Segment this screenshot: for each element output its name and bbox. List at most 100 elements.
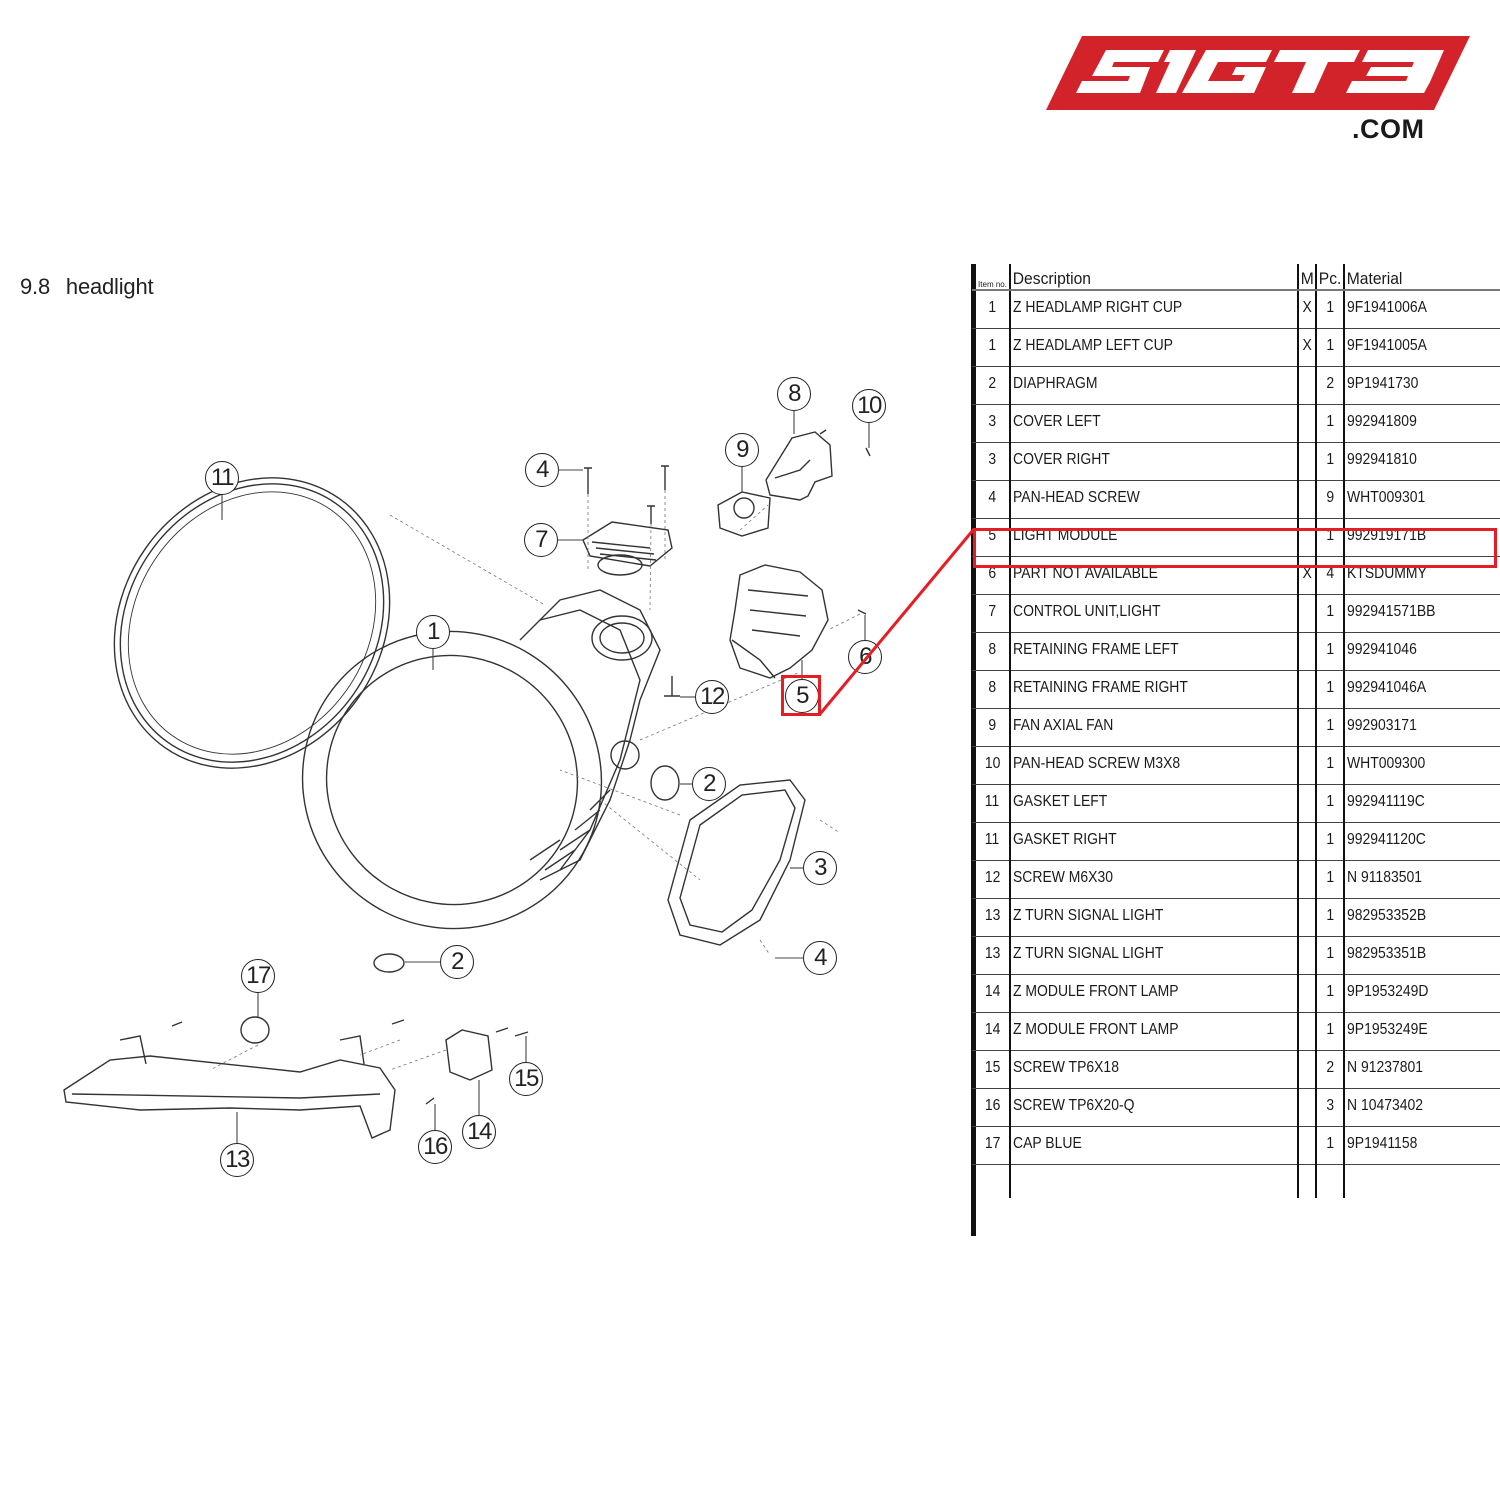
material-number[interactable]: 9P1953249E [1347, 1020, 1428, 1038]
quantity: 1 [1326, 906, 1334, 924]
item-no: 16 [984, 1096, 1001, 1114]
callout-10[interactable]: 10 [852, 389, 886, 423]
description: GASKET RIGHT [1013, 830, 1117, 848]
m-flag: X [1302, 336, 1312, 354]
callout-5[interactable]: 5 [785, 679, 819, 713]
callout-13[interactable]: 13 [220, 1143, 254, 1177]
material-number[interactable]: 9F1941005A [1347, 336, 1427, 354]
callout-14[interactable]: 14 [462, 1115, 496, 1149]
description: SCREW TP6X20-Q [1013, 1096, 1135, 1114]
m-flag: X [1302, 299, 1312, 316]
material-number[interactable]: N 91237801 [1347, 1058, 1424, 1076]
material-number[interactable]: 9P1953249D [1347, 982, 1429, 1000]
callout-11[interactable]: 11 [205, 461, 239, 495]
quantity: 1 [1326, 602, 1334, 620]
quantity: 2 [1326, 1058, 1334, 1076]
material-number[interactable]: 992941810 [1347, 450, 1417, 468]
description: CONTROL UNIT,LIGHT [1013, 602, 1161, 620]
callout-3[interactable]: 3 [803, 851, 837, 885]
callout-4[interactable]: 4 [803, 941, 837, 975]
quantity: 1 [1326, 1020, 1334, 1038]
material-number[interactable]: N 10473402 [1347, 1096, 1424, 1114]
description: Z MODULE FRONT LAMP [1013, 982, 1179, 1000]
material-number[interactable]: 992941046A [1347, 678, 1427, 696]
item-no: 1 [988, 299, 997, 316]
material-number[interactable]: 982953352B [1347, 906, 1427, 924]
description: COVER RIGHT [1013, 450, 1110, 468]
description: SCREW TP6X18 [1013, 1058, 1119, 1076]
brand-logo[interactable] [1046, 36, 1470, 110]
material-number[interactable]: 9P1941158 [1347, 1134, 1418, 1152]
callout-6[interactable]: 6 [848, 640, 882, 674]
material-number[interactable]: 992941119C [1347, 792, 1425, 810]
callout-4[interactable]: 4 [525, 453, 559, 487]
material-number[interactable]: 992941120C [1347, 830, 1426, 848]
description: CAP BLUE [1013, 1134, 1082, 1152]
description: PART NOT AVAILABLE [1013, 564, 1158, 582]
item-no: 1 [988, 336, 997, 354]
material-number[interactable]: 992941809 [1347, 412, 1417, 430]
item-no: 13 [984, 906, 1001, 924]
material-number[interactable]: 9F1941006A [1347, 299, 1427, 316]
header-item-no: Item no. [972, 264, 1010, 291]
callout-2[interactable]: 2 [440, 945, 474, 979]
material-number[interactable]: WHT009301 [1347, 488, 1426, 506]
material-number[interactable]: 9P1941730 [1347, 374, 1419, 392]
header-material: Material [1343, 264, 1488, 291]
table-row[interactable]: 7 CONTROL UNIT,LIGHT 1 992941571BB [972, 594, 1500, 633]
callout-15[interactable]: 15 [509, 1062, 543, 1096]
callout-2[interactable]: 2 [692, 767, 726, 801]
item-no: 7 [988, 602, 997, 620]
item-no: 11 [985, 830, 1000, 848]
material-number[interactable]: N 91183501 [1347, 868, 1422, 886]
description: PAN-HEAD SCREW [1013, 488, 1140, 506]
sigt3-logo-icon [1046, 36, 1470, 110]
material-number[interactable]: WHT009300 [1347, 754, 1426, 772]
material-number[interactable]: 982953351B [1347, 944, 1427, 962]
description: RETAINING FRAME LEFT [1013, 640, 1179, 658]
item-no: 17 [984, 1134, 1001, 1152]
material-number[interactable]: KTSDUMMY [1347, 564, 1427, 582]
header-pc: Pc. [1315, 264, 1342, 291]
quantity: 1 [1326, 754, 1334, 772]
material-number[interactable]: 992919171B [1347, 526, 1427, 544]
item-no: 13 [984, 944, 1001, 962]
page-title: 9.8 headlight [20, 274, 154, 300]
material-number[interactable]: 992903171 [1347, 716, 1417, 734]
item-no: 12 [984, 868, 1001, 886]
brand-logo-suffix: .COM [1352, 114, 1425, 144]
callout-12[interactable]: 12 [695, 680, 729, 714]
material-number[interactable]: 992941046 [1347, 640, 1417, 658]
callout-16[interactable]: 16 [418, 1130, 452, 1164]
callout-8[interactable]: 8 [777, 377, 811, 411]
callout-1[interactable]: 1 [416, 615, 450, 649]
callout-7[interactable]: 7 [524, 523, 558, 557]
material-number[interactable]: 992941571BB [1347, 602, 1436, 620]
description: LIGHT MODULE [1013, 526, 1118, 544]
callout-17[interactable]: 17 [241, 959, 275, 993]
callout-9[interactable]: 9 [725, 433, 759, 467]
